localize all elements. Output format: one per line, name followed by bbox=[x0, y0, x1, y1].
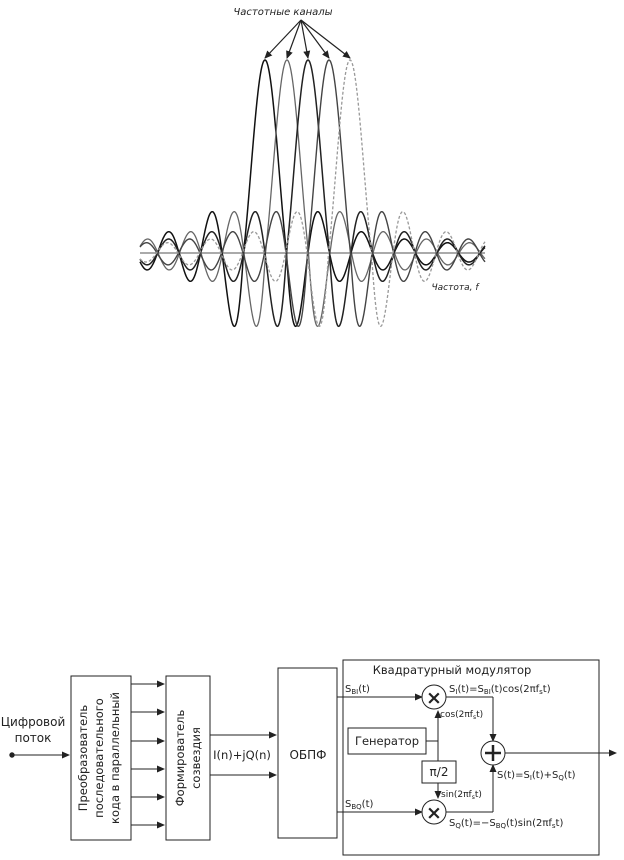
iq-label: I(n)+jQ(n) bbox=[213, 748, 271, 762]
arrow-to-channel-2 bbox=[286, 19, 302, 59]
sp-converter-label-1: Преобразователь bbox=[76, 705, 90, 812]
subcarrier-curve-5 bbox=[139, 59, 486, 327]
input-point bbox=[9, 752, 15, 758]
arrow-to-channel-5 bbox=[300, 19, 351, 59]
sinc-curves bbox=[139, 59, 486, 328]
channels-label: Частотные каналы bbox=[233, 7, 332, 18]
subcarrier-curve-1 bbox=[139, 59, 486, 328]
constellation-label-1: Формирователь bbox=[173, 710, 187, 807]
subcarrier-curve-3 bbox=[139, 59, 486, 328]
subcarrier-curve-2 bbox=[139, 59, 486, 327]
ifft-label: ОБПФ bbox=[289, 748, 326, 762]
channel-arrows bbox=[264, 19, 351, 59]
arrow-to-channel-1 bbox=[264, 19, 302, 59]
arrow-to-channel-4 bbox=[300, 19, 330, 59]
subcarrier-curve-4 bbox=[139, 59, 486, 328]
input-label-2: поток bbox=[15, 731, 52, 745]
q-multiplier-icon: × bbox=[426, 802, 442, 824]
i-multiplier-icon: × bbox=[426, 687, 442, 709]
phase-shifter-block bbox=[421, 760, 457, 784]
si-equation: SI(t)=SBI(t)cos(2πfst) bbox=[449, 684, 551, 696]
phase-shift-label: π/2 bbox=[430, 765, 449, 779]
sq-equation: SQ(t)=−SBQ(t)sin(2πfst) bbox=[449, 818, 563, 830]
generator-label: Генератор bbox=[355, 734, 419, 748]
arrow-to-channel-3 bbox=[300, 19, 311, 59]
modulator-title: Квадратурный модулятор bbox=[373, 663, 532, 677]
sp-converter-label-3: кода в параллельный bbox=[108, 692, 122, 824]
sum-equation: S(t)=SI(t)+SQ(t) bbox=[497, 770, 576, 782]
frequency-axis-label: Частота, f bbox=[431, 283, 480, 293]
serial-parallel-converter-block bbox=[70, 675, 132, 841]
cos-label: cos(2πfst) bbox=[440, 710, 483, 721]
spectrum-figure: Частотные каналы Частота, f bbox=[139, 7, 486, 328]
input-label: Цифровой bbox=[1, 715, 66, 729]
sbi-label: SBI(t) bbox=[345, 684, 370, 696]
quadrature-modulator-box bbox=[342, 659, 600, 856]
constellation-mapper-block bbox=[165, 675, 211, 841]
constellation-label-2: созвездия bbox=[189, 727, 203, 789]
sbq-label: SBQ(t) bbox=[345, 799, 373, 811]
ifft-block bbox=[277, 667, 338, 839]
sp-converter-label-2: последовательного bbox=[92, 698, 106, 818]
block-diagram: Цифровой поток Преобразователь последова… bbox=[1, 659, 617, 856]
sin-label: sin(2πfst) bbox=[441, 790, 482, 801]
parallel-arrows bbox=[131, 680, 165, 829]
